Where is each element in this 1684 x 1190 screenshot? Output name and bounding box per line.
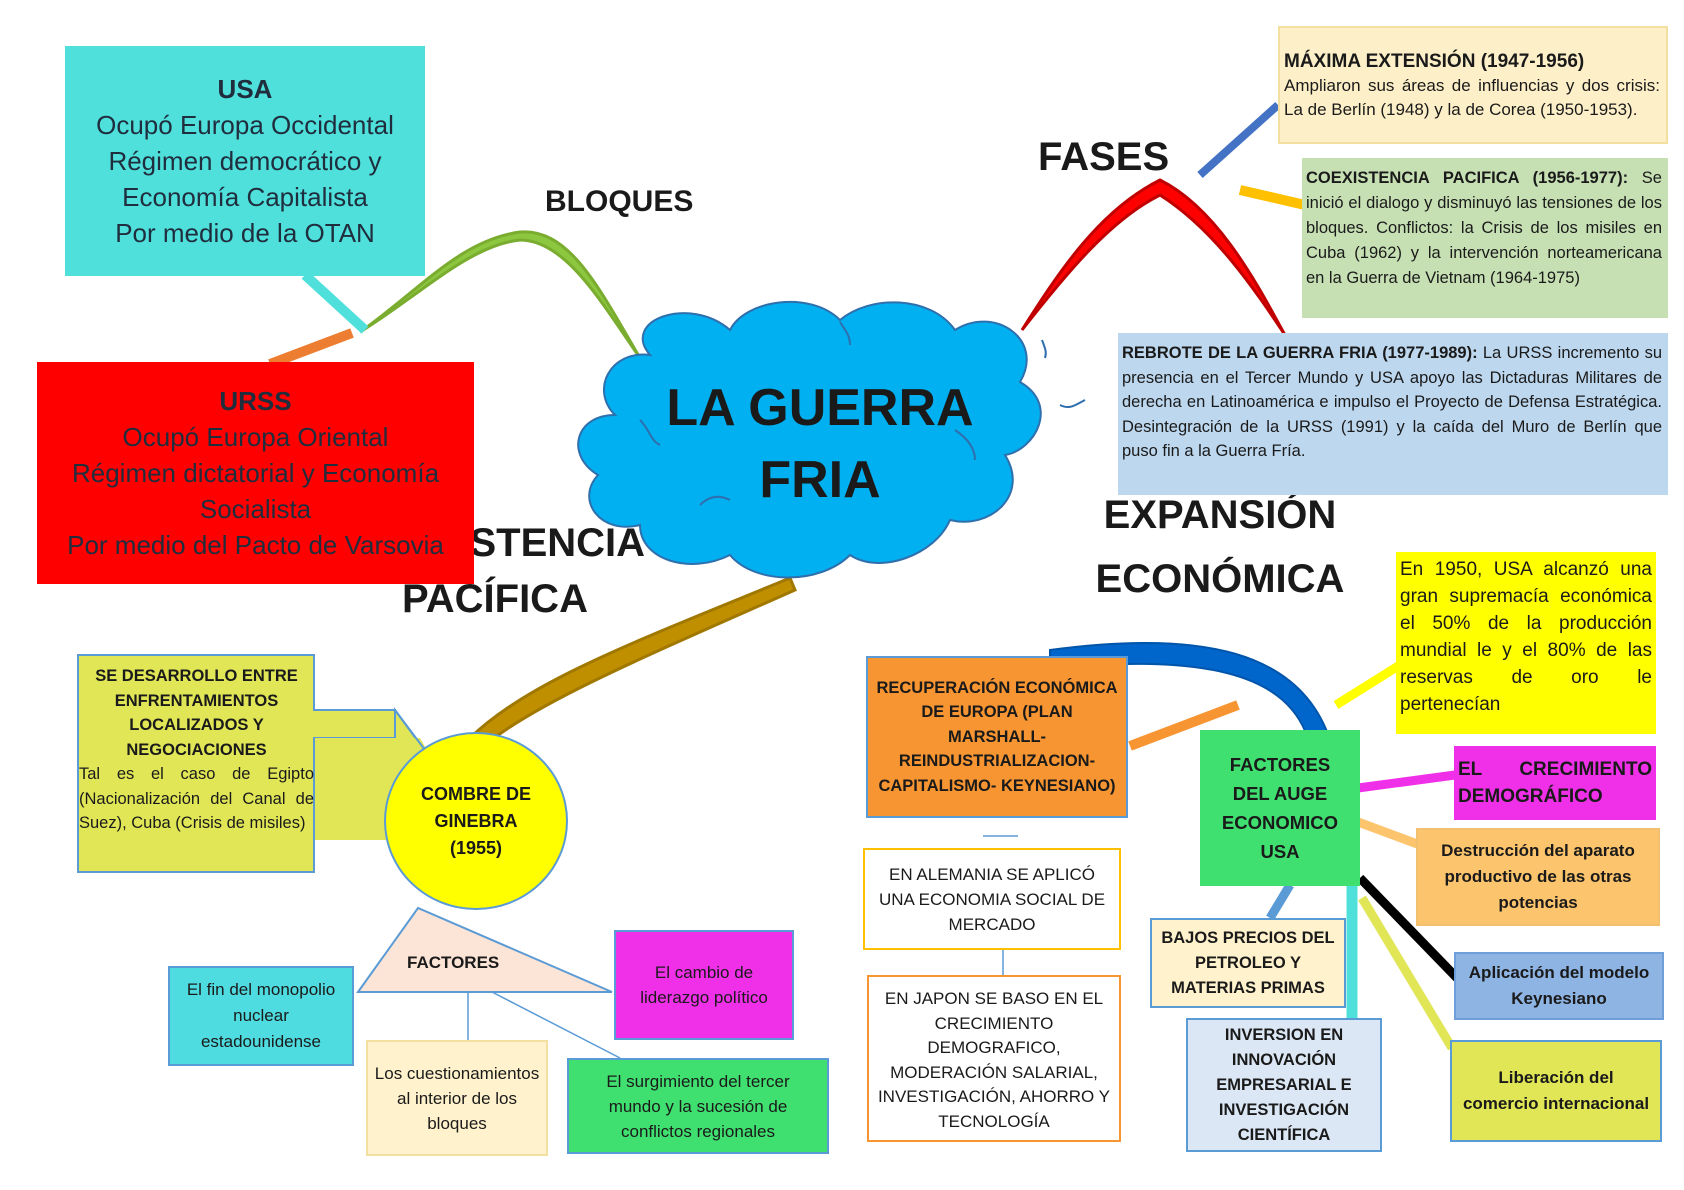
urss-line: Ocupó Europa Oriental [122,422,389,452]
usa-box: USA Ocupó Europa Occidental Régimen demo… [65,46,425,276]
factores-label: FACTORES [407,953,500,972]
coexistencia-fase-title: COEXISTENCIA PACIFICA (1956-1977): [1306,169,1629,187]
liberacion-box: Liberación del comercio internacional [1450,1040,1662,1142]
factor-liderazgo-text: El cambio de liderazgo político [640,963,768,1007]
maxima-extension-box: MÁXIMA EXTENSIÓN (1947-1956) Ampliaron s… [1278,26,1668,144]
liberacion-connector [1358,895,1456,1051]
central-cloud [577,300,1086,579]
central-title: LA GUERRA FRIA [660,372,980,516]
usa-line: Ocupó Europa Occidental [96,110,394,140]
cumbre-line: (1955) [449,837,503,858]
coexistencia-branch [467,576,797,747]
factor-tercer-mundo-text: El surgimiento del tercer mundo y la suc… [606,1071,790,1141]
urss-line: Por medio del Pacto de Varsovia [67,530,444,560]
coexistencia-fase-box: COEXISTENCIA PACIFICA (1956-1977): Se in… [1302,158,1668,318]
fases-connector-2 [1238,185,1307,210]
factor-liderazgo-box: El cambio de liderazgo político [614,930,794,1040]
expansion-heading-line1: EXPANSIÓN [1103,493,1337,537]
recuperacion-text: RECUPERACIÓN ECONÓMICA DE EUROPA (PLAN M… [876,678,1118,795]
usa-1950-box: En 1950, USA alcanzó una gran supremacía… [1396,552,1656,734]
urss-title: URSS [219,386,292,416]
cumbre-line: GINEBRA [434,810,518,831]
factores-connector-2 [491,991,621,1059]
recuperacion-connector [1128,700,1240,751]
usa-line: Régimen democrático y [108,146,382,176]
usa-connector [301,271,369,334]
coexistencia-fase-text: Se inició el dialogo y disminuyó las ten… [1306,169,1662,287]
bloques-heading: BLOQUES [545,185,694,218]
fases-connector-1 [1197,102,1281,178]
central-title-line1: LA GUERRA [666,379,974,437]
expansion-heading-line2: ECONÓMICA [1095,557,1345,601]
crecimiento-box: EL CRECIMIENTO DEMOGRÁFICO [1454,746,1656,820]
rebrote-title: REBROTE DE LA GUERRA FRIA (1977-1989): [1122,344,1478,362]
crecimiento-text: EL CRECIMIENTO DEMOGRÁFICO [1458,759,1652,807]
keynesiano-connector [1356,874,1461,982]
petroleo-box: BAJOS PRECIOS DEL PETROLEO Y MATERIAS PR… [1150,918,1346,1008]
usa-title: USA [217,74,273,104]
japon-box: EN JAPON SE BASO EN EL CRECIMIENTO DEMOG… [867,975,1121,1142]
expansion-heading: EXPANSIÓN ECONÓMICA [1080,483,1360,611]
factor-cuestionamientos-text: Los cuestionamientos al interior de los … [374,1063,540,1133]
urss-connector [268,328,354,369]
central-title-line2: FRIA [759,451,881,509]
alemania-text: EN ALEMANIA SE APLICÓ UNA ECONOMIA SOCIA… [878,864,1106,934]
maxima-extension-title: MÁXIMA EXTENSIÓN (1947-1956) [1284,51,1585,72]
arrow-title: SE DESARROLLO ENTRE ENFRENTAMIENTOS LOCA… [95,667,298,759]
inversion-box: INVERSION EN INNOVACIÓN EMPRESARIAL E IN… [1186,1018,1382,1152]
petroleo-connector [1266,882,1294,921]
urss-box: URSS Ocupó Europa Oriental Régimen dicta… [37,362,474,584]
petroleo-text: BAJOS PRECIOS DEL PETROLEO Y MATERIAS PR… [1161,928,1335,997]
cumbre-ginebra-circle: COMBRE DE GINEBRA (1955) [384,732,568,910]
liberacion-text: Liberación del comercio internacional [1462,1068,1650,1113]
crecimiento-connector [1357,770,1456,793]
usa-line: Por medio de la OTAN [115,218,375,248]
fases-heading: FASES [1038,135,1170,179]
usa-1950-text: En 1950, USA alcanzó una gran supremacía… [1400,559,1652,715]
japon-text: EN JAPON SE BASO EN EL CRECIMIENTO DEMOG… [877,989,1111,1131]
cumbre-line: COMBRE DE [420,783,531,804]
rebrote-text: La URSS incremento su presencia en el Te… [1122,344,1662,460]
destruccion-connector [1356,817,1422,850]
destruccion-box: Destrucción del aparato productivo de la… [1416,828,1660,926]
alemania-box: EN ALEMANIA SE APLICÓ UNA ECONOMIA SOCIA… [863,848,1121,950]
factores-auge-box: FACTORES DEL AUGE ECONOMICO USA [1200,730,1360,886]
factor-monopolio-box: El fin del monopolio nuclear estadounide… [168,966,354,1066]
factor-monopolio-text: El fin del monopolio nuclear estadounide… [186,980,336,1051]
factor-tercer-mundo-box: El surgimiento del tercer mundo y la suc… [567,1058,829,1154]
recuperacion-box: RECUPERACIÓN ECONÓMICA DE EUROPA (PLAN M… [866,656,1128,818]
coexistencia-heading-line2: PACÍFICA [402,577,588,621]
maxima-extension-text: Ampliaron sus áreas de influencias y dos… [1284,76,1660,119]
coexistencia-arrow-box: SE DESARROLLO ENTRE ENFRENTAMIENTOS LOCA… [79,664,314,870]
usa-1950-connector [1333,661,1403,709]
inversion-text: INVERSION EN INNOVACIÓN EMPRESARIAL E IN… [1216,1025,1352,1144]
usa-line: Economía Capitalista [122,182,368,212]
arrow-text: Tal es el caso de Egipto (Nacionalizació… [79,765,314,832]
keynesiano-box: Aplicación del modelo Keynesiano [1454,952,1664,1020]
rebrote-box: REBROTE DE LA GUERRA FRIA (1977-1989): L… [1118,333,1668,495]
factor-cuestionamientos-box: Los cuestionamientos al interior de los … [366,1040,548,1156]
destruccion-text: Destrucción del aparato productivo de la… [1441,841,1635,912]
factores-auge-text: FACTORES DEL AUGE ECONOMICO USA [1221,754,1339,862]
keynesiano-text: Aplicación del modelo Keynesiano [1468,963,1650,1008]
urss-line: Socialista [199,494,312,524]
urss-line: Régimen dictatorial y Economía [71,458,440,488]
